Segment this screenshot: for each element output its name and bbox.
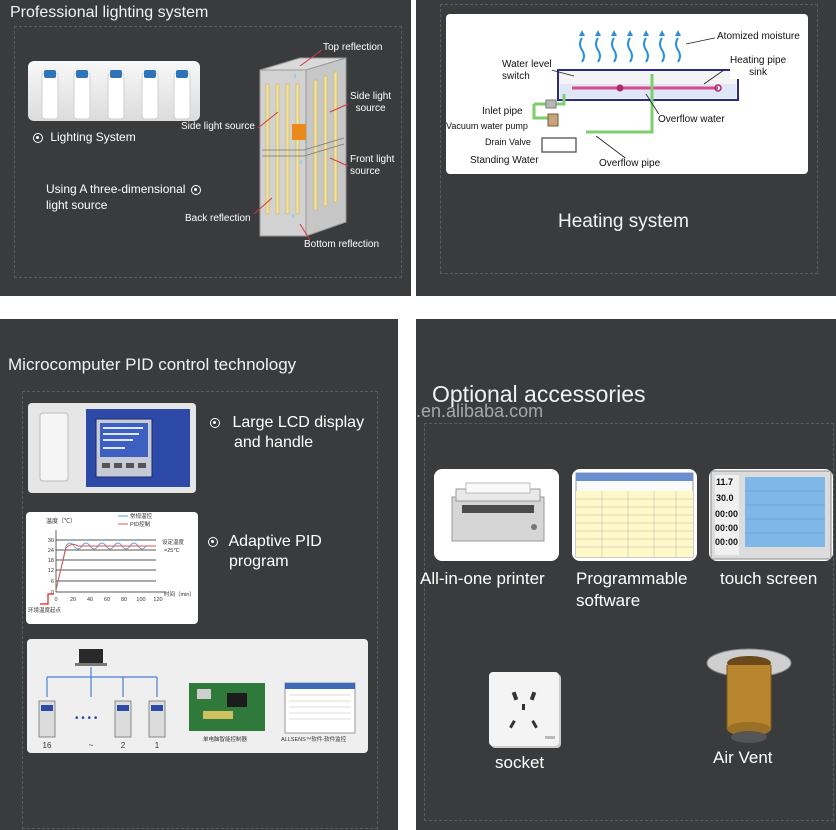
setpoint-line2: =25℃ (164, 548, 180, 554)
side-light-source-left-label: Side light source (181, 121, 255, 132)
accessories-frame (424, 423, 834, 821)
pid-title: Microcomputer PID control technology (8, 355, 297, 374)
socket-label: socket (495, 753, 545, 772)
three-d-label: Using A three-dimensional light source (46, 181, 201, 213)
software-caption: ALLSENS™软件-软件监控 (281, 735, 347, 743)
touch-screen-photo: 11.7 30.0 00:00 00:00 00:00 (709, 469, 833, 561)
vacuum-water-pump-label: Vacuum water pump (446, 121, 528, 131)
bullet-icon (210, 417, 220, 428)
touch-screen-label: touch screen (720, 569, 818, 588)
pid-chart-card: 温度（℃） 常规温控 PID控制 30 24 18 12 6 0 (26, 512, 198, 624)
lcd-value: 11.7 (716, 477, 733, 487)
network-diagram: • • • • 16 ~ 2 1 单电脑智能控制器 ALLSENS™软件-软件监… (38, 649, 356, 750)
x-tick: 0 (54, 597, 57, 603)
x-tick: 40 (87, 597, 93, 603)
inlet-pipe-label: Inlet pipe (482, 106, 523, 117)
node-label: 2 (121, 741, 126, 750)
node-dots: • • • • (75, 713, 98, 724)
lighting-panel: Professional lighting system Lighting Sy… (0, 0, 411, 296)
drain-valve-label: Drain Valve (485, 137, 531, 147)
air-vent-label: Air Vent (713, 748, 773, 767)
bullet-icon (190, 184, 201, 195)
steam-arrows (579, 37, 681, 63)
start-arrow (40, 593, 54, 605)
setpoint-line1: 设定温度 (162, 538, 185, 546)
software-label: Programmable software (576, 569, 688, 610)
watermark-text: liyitest.en.alibaba.com (416, 401, 544, 421)
lcd-value: 00:00 (715, 509, 738, 519)
lighting-title: Professional lighting system (10, 4, 209, 21)
standing-water-label: Standing Water (470, 155, 539, 166)
heating-title: Heating system (558, 211, 689, 232)
x-tick: 100 (136, 597, 145, 603)
laptop-icon (75, 649, 107, 666)
lcd-value: 30.0 (716, 493, 734, 503)
software-screen-image (575, 472, 694, 558)
pid-chart-xlabel: 时间（min） (164, 590, 195, 598)
controller-image (28, 403, 196, 493)
printer-image (451, 482, 545, 542)
start-label: 环境温度起点 (28, 606, 62, 614)
y-tick: 18 (48, 558, 54, 564)
bullet-icon (208, 536, 218, 547)
top-reflection-label: Top reflection (323, 42, 383, 53)
socket-image (509, 691, 555, 739)
lcd-value: 00:00 (715, 537, 738, 547)
bottom-reflection-label: Bottom reflection (304, 239, 380, 250)
heating-diagram (532, 30, 739, 161)
node-label: 16 (43, 741, 52, 750)
pid-feature-label: Adaptive PID program (208, 532, 322, 572)
back-reflection-label: Back reflection (185, 213, 251, 224)
legend-conventional: 常规温控 (130, 512, 153, 520)
accessories-title: Optional accessories (432, 381, 646, 407)
software-screenshot-image (284, 682, 356, 734)
pid-frame (22, 391, 378, 829)
pid-panel: Microcomputer PID control technology Lar… (0, 319, 398, 830)
node-label: 1 (155, 741, 160, 750)
air-vent-image (706, 648, 792, 743)
board-caption: 单电脑智能控制器 (203, 735, 248, 743)
lamp-photo (28, 61, 200, 121)
y-tick: 6 (51, 579, 54, 585)
x-tick: 20 (70, 597, 76, 603)
x-tick: 60 (104, 597, 110, 603)
pid-chart-ylabel: 温度（℃） (46, 517, 76, 525)
lighting-frame (14, 26, 402, 278)
software-photo (572, 469, 697, 561)
heating-pipe-sink-label: Heating pipe sink (730, 55, 787, 79)
network-diagram-card: • • • • 16 ~ 2 1 单电脑智能控制器 ALLSENS™软件-软件监… (27, 639, 368, 753)
overflow-water-label: Overflow water (658, 114, 725, 125)
touch-screen-image: 11.7 30.0 00:00 00:00 00:00 (710, 470, 832, 560)
fluorescent-tubes-image (41, 70, 191, 120)
heating-panel: Atomized moisture Water level switch Hea… (416, 0, 836, 296)
y-tick: 24 (48, 548, 54, 554)
lcd-controller-photo (28, 403, 196, 493)
printer-label: All-in-one printer (420, 569, 545, 588)
heating-frame (440, 4, 818, 274)
legend-pid: PID控制 (130, 520, 151, 528)
overflow-pipe-label: Overflow pipe (599, 158, 661, 169)
atomized-moisture-label: Atomized moisture (715, 31, 802, 42)
controller-board-image (189, 683, 265, 731)
accessories-panel: Optional accessories All-in-one printer … (416, 319, 836, 830)
water-level-switch-label: Water level switch (502, 59, 552, 83)
front-light-source-label: Front light source (350, 154, 395, 177)
lcd-value: 00:00 (715, 523, 738, 533)
y-tick: 30 (48, 538, 54, 544)
y-tick: 0 (51, 590, 54, 596)
y-tick: 12 (48, 568, 54, 574)
pid-curve (55, 543, 156, 591)
printer-photo (434, 469, 559, 561)
side-light-source-right-label: Side light source (350, 91, 392, 114)
lighting-system-label: Lighting System (33, 130, 136, 144)
x-tick: 120 (153, 597, 162, 603)
node-label: ~ (89, 741, 94, 750)
x-tick: 80 (121, 597, 127, 603)
socket-photo (489, 672, 559, 746)
lcd-feature-label: Large LCD display and handle (210, 413, 364, 453)
pid-chart: 温度（℃） 常规温控 PID控制 30 24 18 12 6 0 (28, 512, 195, 614)
chamber-3d-diagram (253, 49, 349, 241)
bullet-icon (33, 132, 43, 143)
